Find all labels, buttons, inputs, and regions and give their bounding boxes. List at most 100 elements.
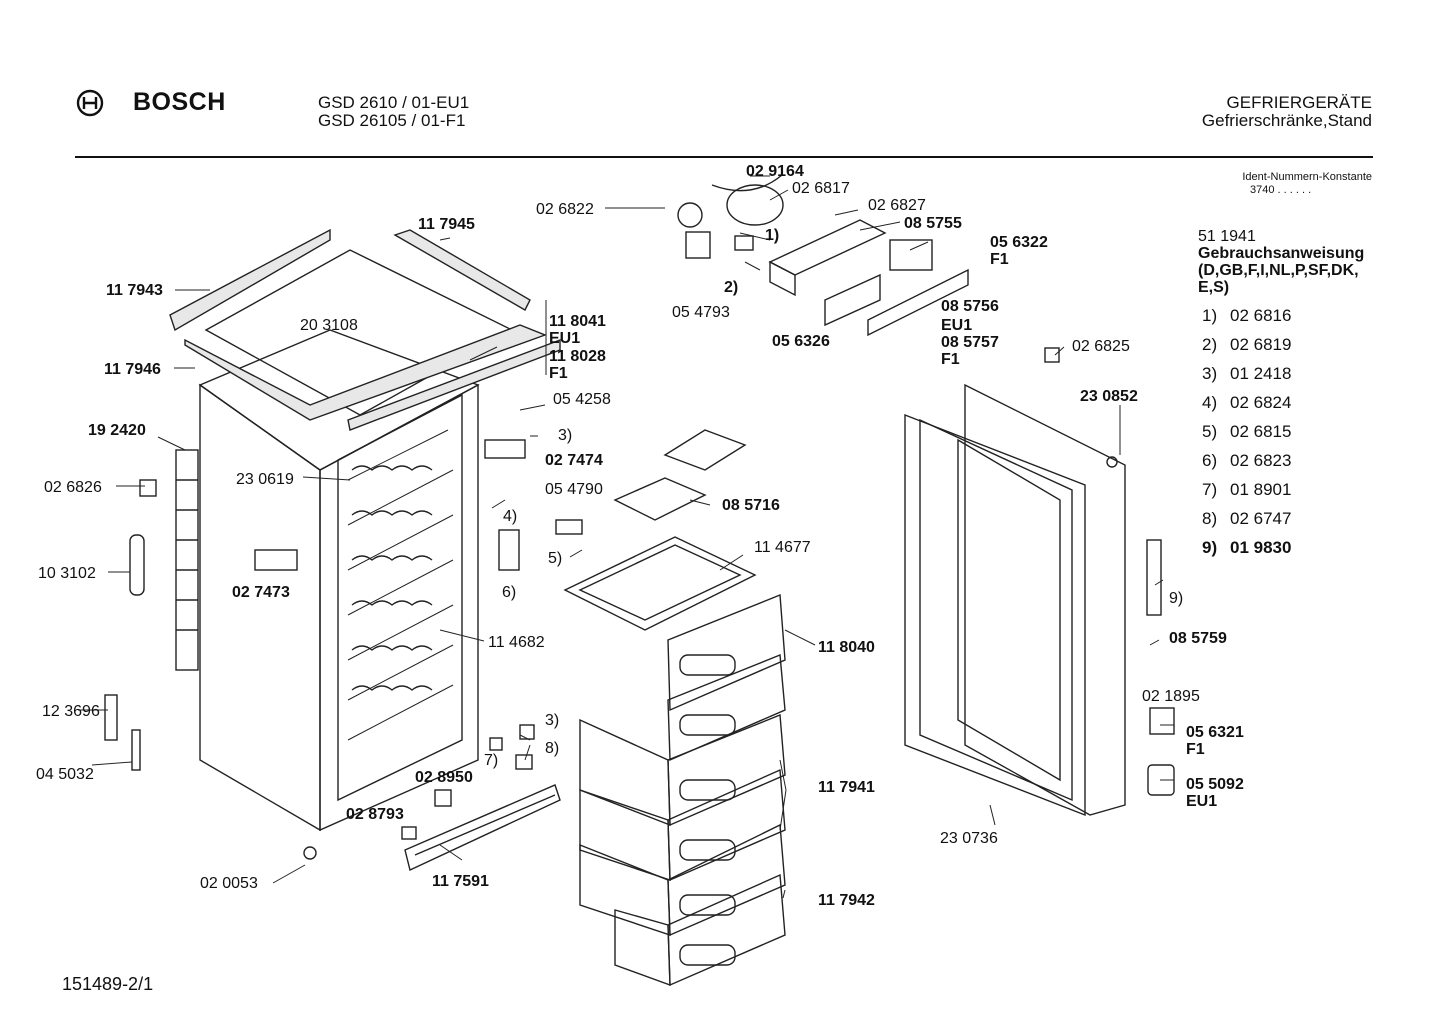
- part-label: 02 0053: [200, 875, 258, 892]
- legend-row: 4) 02 6824: [1202, 393, 1291, 422]
- part-label: 08 5759: [1169, 630, 1227, 647]
- part-label: 9): [1169, 590, 1183, 607]
- condenser-grid: [175, 449, 199, 671]
- legend-part-number: 01 2418: [1230, 364, 1292, 383]
- part-label: 23 0619: [236, 471, 294, 488]
- part-label: EU1: [941, 317, 972, 334]
- brand-name: BOSCH: [133, 88, 226, 116]
- part-label: 02 1895: [1142, 688, 1200, 705]
- shelf-frame: [563, 536, 757, 631]
- ident-value: 3740 . . . . . .: [1250, 184, 1312, 196]
- part-label: 02 7473: [232, 584, 290, 601]
- legend-key: 7): [1202, 480, 1218, 499]
- part-label: 08 5756: [941, 298, 999, 315]
- model-line-1: GSD 2610 / 01-EU1: [318, 93, 470, 112]
- manual-title: Gebrauchsanweisung: [1198, 245, 1365, 262]
- part-label: 11 8040: [818, 639, 875, 656]
- door-panel: [904, 383, 1162, 817]
- leader-lines: [78, 175, 1174, 899]
- part-label: 02 7474: [545, 452, 603, 469]
- part-label: 5): [548, 550, 562, 567]
- part-label: 23 0852: [1080, 388, 1138, 405]
- cabinet-body: [198, 329, 480, 832]
- part-label: F1: [549, 365, 568, 382]
- legend-row: 5) 02 6815: [1202, 422, 1291, 451]
- part-label: 02 8950: [415, 769, 473, 786]
- part-label: 11 7591: [432, 873, 489, 890]
- part-label: 8): [545, 740, 559, 757]
- part-label: 11 7943: [106, 282, 163, 299]
- manual-languages-1: (D,GB,F,I,NL,P,SF,DK,: [1198, 262, 1359, 279]
- part-label: 3): [558, 427, 572, 444]
- legend-part-number: 01 9830: [1230, 538, 1292, 557]
- small-parts: [104, 347, 1175, 860]
- part-label: 02 6825: [1072, 338, 1130, 355]
- part-label: 19 2420: [88, 422, 146, 439]
- legend-part-number: 02 6823: [1230, 451, 1292, 470]
- part-label: 11 7945: [418, 216, 475, 233]
- legend-key: 4): [1202, 393, 1218, 412]
- part-label: 05 4790: [545, 481, 603, 498]
- part-label: 05 5092: [1186, 776, 1244, 793]
- manual-number: 51 1941: [1198, 228, 1256, 245]
- part-label: 11 4677: [754, 539, 811, 556]
- legend-part-number: 02 6816: [1230, 306, 1292, 325]
- part-label: 05 4793: [672, 304, 730, 321]
- bosch-logo-icon: [76, 89, 104, 117]
- part-label: 2): [724, 279, 738, 296]
- part-label: 11 8028: [549, 348, 606, 365]
- part-label: 23 0736: [940, 830, 998, 847]
- legend-key: 5): [1202, 422, 1218, 441]
- part-label: F1: [1186, 741, 1205, 758]
- kick-plate: [404, 784, 561, 871]
- part-label: 02 6827: [868, 197, 926, 214]
- header-rule: [75, 156, 1373, 158]
- part-label: 02 6817: [792, 180, 850, 197]
- legend-key: 1): [1202, 306, 1218, 325]
- document-number: 151489-2/1: [62, 974, 154, 994]
- part-label: 02 6826: [44, 479, 102, 496]
- part-label: 08 5757: [941, 334, 999, 351]
- part-label: 02 9164: [746, 163, 804, 180]
- legend-part-number: 01 8901: [1230, 480, 1292, 499]
- legend-row: 6) 02 6823: [1202, 451, 1291, 480]
- part-label: 05 6326: [772, 333, 830, 350]
- part-label: 6): [502, 584, 516, 601]
- part-label: EU1: [1186, 793, 1217, 810]
- part-label: 10 3102: [38, 565, 96, 582]
- legend-key: 6): [1202, 451, 1218, 470]
- part-label: 02 8793: [346, 806, 404, 823]
- part-label: F1: [941, 351, 960, 368]
- legend-row: 2)02 6819: [1202, 335, 1291, 364]
- part-label: 04 5032: [36, 766, 94, 783]
- legend-row: 7) 01 8901: [1202, 480, 1291, 509]
- part-label: 12 3696: [42, 703, 100, 720]
- legend-row: 8) 02 6747: [1202, 509, 1291, 538]
- thermostat-parts: [677, 174, 969, 337]
- part-label: 11 7941: [818, 779, 875, 796]
- part-label: 02 6822: [536, 201, 594, 218]
- part-label: 7): [484, 752, 498, 769]
- legend-part-number: 02 6824: [1230, 393, 1292, 412]
- legend-part-number: 02 6815: [1230, 422, 1292, 441]
- part-label: 11 8041: [549, 313, 606, 330]
- ident-label: Ident-Nummern-Konstante: [1242, 171, 1372, 183]
- part-label: 05 6321: [1186, 724, 1244, 741]
- freezer-drawers: [579, 593, 786, 987]
- part-label: 11 7946: [104, 361, 161, 378]
- manual-languages-2: E,S): [1198, 279, 1230, 296]
- part-label: 05 4258: [553, 391, 611, 408]
- ice-trays: [613, 429, 747, 521]
- category-title: GEFRIERGERÄTE: [1226, 93, 1372, 112]
- part-label: 05 6322: [990, 234, 1048, 251]
- part-label: 3): [545, 712, 559, 729]
- worktop: [169, 228, 561, 431]
- part-label: 11 4682: [488, 634, 545, 651]
- legend-part-number: 02 6747: [1230, 509, 1292, 528]
- part-label: EU1: [549, 330, 580, 347]
- legend-key: 8): [1202, 509, 1218, 528]
- part-label: 08 5716: [722, 497, 780, 514]
- model-line-2: GSD 26105 / 01-F1: [318, 111, 466, 130]
